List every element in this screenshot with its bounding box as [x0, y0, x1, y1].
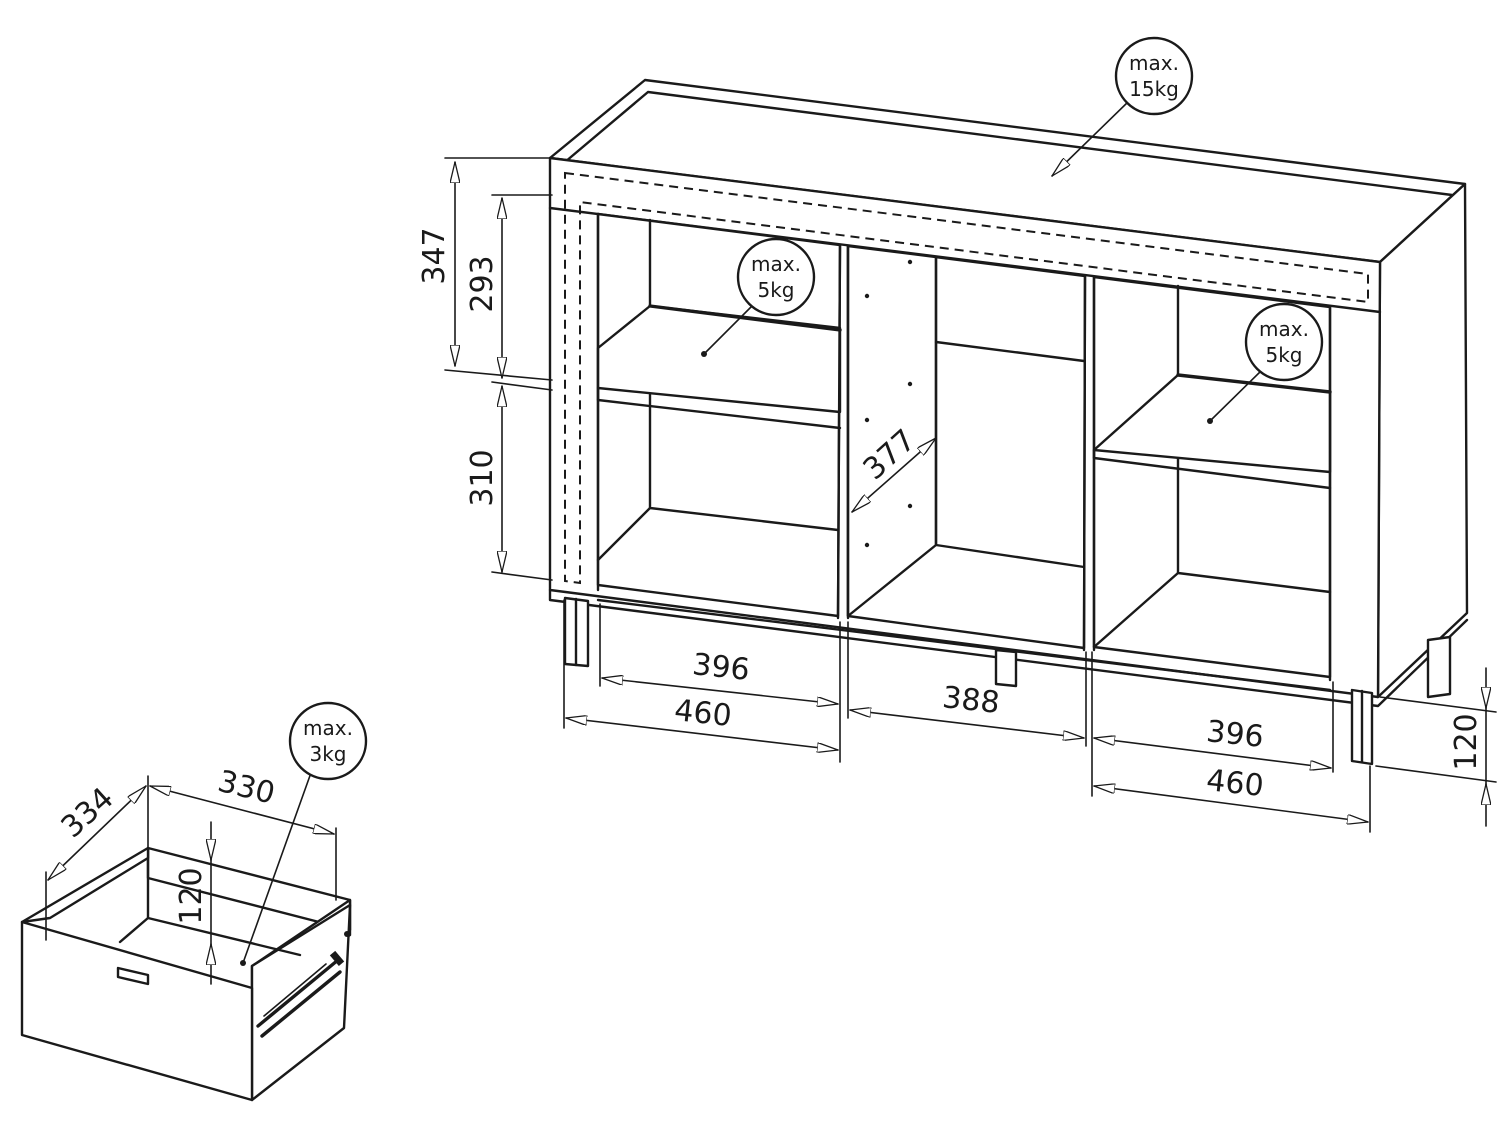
weight-left-line2: 5kg: [757, 278, 794, 302]
dim-line-left-outer: [565, 718, 839, 750]
dim-leg-height: 120: [1449, 713, 1484, 770]
drawer-left-side: [20, 846, 150, 924]
dim-line-drawer-width: [149, 785, 335, 835]
leg-back-right: [1426, 635, 1452, 699]
legs: [563, 596, 1452, 766]
dim-line-left-inner: [601, 678, 839, 704]
hidden-edge-outline: [564, 171, 1369, 585]
dim-upper-height: 347: [417, 227, 452, 284]
dim-right-outer-width: 460: [1205, 763, 1266, 804]
sideboard-right-side: [1376, 182, 1469, 699]
weight-left-line1: max.: [751, 252, 801, 276]
weight-right-line1: max.: [1259, 317, 1309, 341]
dim-drawer-depth: 334: [55, 781, 121, 845]
drawer-runner: [256, 931, 350, 1038]
divider-right: [1082, 274, 1087, 652]
weight-badge-drawer: max. 3kg: [242, 701, 368, 964]
dim-middle-width: 388: [941, 680, 1002, 721]
weight-badge-left-shelf: max. 5kg: [701, 237, 816, 357]
dim-lower-shelf-height: 310: [465, 449, 500, 506]
dim-left-outer-width: 460: [673, 693, 734, 734]
dim-line-drawer-depth: [47, 785, 147, 881]
leg-back-middle: [994, 648, 1018, 688]
weight-right-line2: 5kg: [1265, 343, 1302, 367]
weight-drawer-line2: 3kg: [309, 742, 346, 766]
weight-badge-right-shelf: max. 5kg: [1207, 302, 1324, 424]
middle-compartment: [846, 244, 1087, 650]
sideboard: [548, 78, 1469, 766]
drawer-handle: [116, 966, 150, 986]
sideboard-plinth: [548, 588, 1469, 708]
drawer-front-panel: [20, 920, 254, 1102]
dim-line-right-inner: [1093, 738, 1332, 768]
dim-line-middle: [849, 710, 1085, 738]
dim-left-inner-width: 396: [691, 647, 752, 688]
weight-badge-top: max. 15kg: [1051, 36, 1194, 177]
dim-line-right-outer: [1093, 786, 1369, 822]
dim-right-inner-width: 396: [1205, 714, 1266, 755]
dim-line-depth: [851, 437, 937, 513]
middle-shelf-line: [934, 340, 1086, 363]
middle-back-panel: [934, 255, 1086, 569]
top-inner-rim: [563, 90, 1454, 197]
weight-top-line1: max.: [1129, 51, 1179, 75]
weight-drawer-line1: max.: [303, 716, 353, 740]
dim-upper-shelf-height: 293: [465, 255, 500, 312]
dim-drawer-height: 120: [174, 867, 209, 924]
weight-top-line2: 15kg: [1129, 77, 1179, 101]
divider-left: [836, 243, 842, 620]
